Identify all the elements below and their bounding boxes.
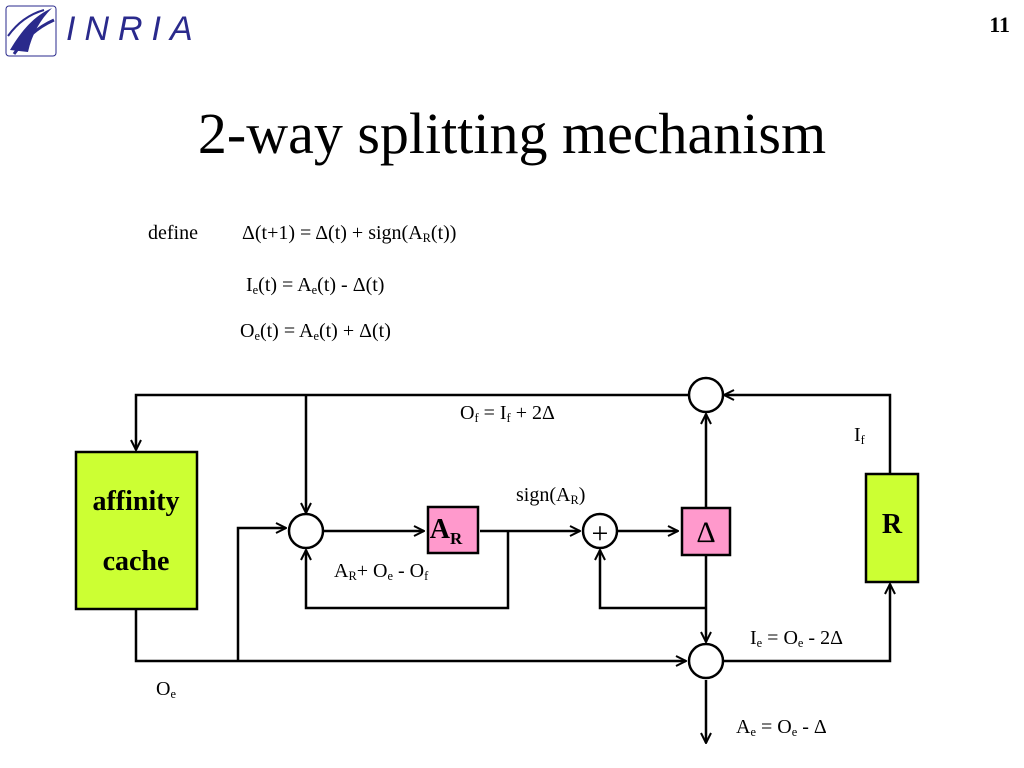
r-box-label: R: [882, 509, 903, 540]
ar-box: [426, 505, 480, 555]
left-sum-node: [287, 512, 325, 550]
wire-oe-to-left-circle: [236, 528, 286, 661]
label-oe: Oe: [156, 678, 176, 702]
wire-top-to-cache: [136, 393, 688, 450]
delta-box: [680, 506, 732, 557]
equation-delta: Δ(t+1) = Δ(t) + sign(AR(t)): [242, 222, 457, 246]
label-ie-equation: Ie = Oe - 2Δ: [750, 627, 843, 651]
label-of-equation: Of = If + 2Δ: [460, 402, 555, 426]
label-ae-equation: Ae = Oe - Δ: [736, 716, 827, 740]
plus-sign: +: [592, 517, 609, 550]
inria-logo-mark: [5, 5, 57, 57]
logo-text: INRIA: [66, 10, 202, 48]
page-number: 11: [989, 12, 1010, 37]
equation-ie: Ie(t) = Ae(t) - Δ(t): [246, 274, 385, 298]
wire-ar-feedback: [306, 531, 510, 610]
delta-box-label: Δ: [696, 516, 715, 549]
label-sign-ar: sign(AR): [516, 484, 586, 508]
wire-delta-feedback-plus: [600, 550, 706, 610]
affinity-cache-line1: affinity: [92, 486, 179, 517]
wire-cache-out: [134, 610, 686, 661]
affinity-cache-line2: cache: [103, 546, 170, 577]
bottom-sum-node: [687, 642, 725, 680]
slide-title: 2-way splitting mechanism: [197, 101, 827, 166]
wire-r-top: [724, 395, 892, 474]
wire-bottom-to-r: [724, 584, 890, 663]
inria-logo: [5, 5, 57, 57]
r-box: [864, 472, 920, 584]
equation-oe: Oe(t) = Ae(t) + Δ(t): [240, 320, 391, 344]
label-if: If: [854, 424, 865, 448]
affinity-cache-box: [74, 450, 199, 611]
define-word: define: [148, 222, 198, 244]
label-ar-sum: AR+ Oe - Of: [334, 560, 429, 584]
top-sum-node: [687, 376, 725, 414]
plus-node: [581, 512, 619, 550]
ar-box-label: AR: [430, 514, 463, 548]
